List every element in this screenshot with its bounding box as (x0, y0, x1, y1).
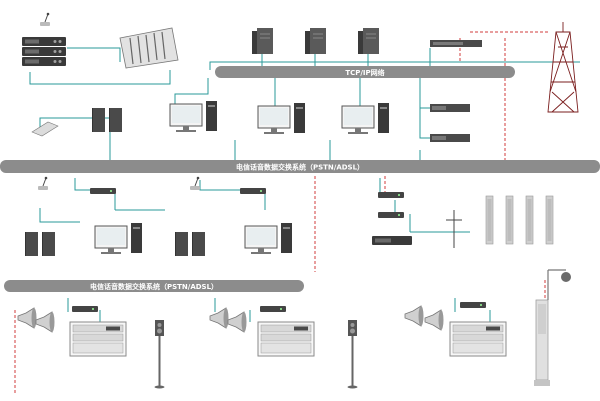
connection-lines (29, 47, 580, 322)
tcpip-bus: TCP/IP网络 (215, 66, 515, 78)
radio-tower-icon (547, 22, 579, 113)
pstn-bus-bottom: 电信话音数据交换系统（PSTN/ADSL） (4, 280, 304, 292)
audio-rack-icon (430, 134, 470, 142)
pstn-bus-top: 电信话音数据交换系统（PSTN/ADSL） (0, 160, 600, 173)
pstn-bus-bottom-label: 电信话音数据交换系统（PSTN/ADSL） (90, 282, 218, 291)
mixer-icon (119, 27, 179, 69)
antenna-icon (446, 210, 462, 248)
broadcast-host-icon (372, 236, 412, 245)
phone-icon (31, 121, 59, 137)
audio-rack-icon (430, 104, 470, 112)
network-switch-icon (430, 40, 482, 47)
camera-pole-icon (547, 269, 571, 300)
control-center-equipment (22, 12, 482, 69)
tcpip-bus-label: TCP/IP网络 (345, 68, 384, 77)
village-stations-middle (25, 176, 554, 256)
column-speaker-icon (534, 299, 550, 386)
village-terminal-right (404, 269, 571, 386)
pstn-bus-top-label: 电信话音数据交换系统（PSTN/ADSL） (236, 163, 364, 172)
village-terminal-middle (209, 306, 358, 389)
village-terminal-left (17, 306, 165, 389)
workstations-row (31, 100, 470, 142)
